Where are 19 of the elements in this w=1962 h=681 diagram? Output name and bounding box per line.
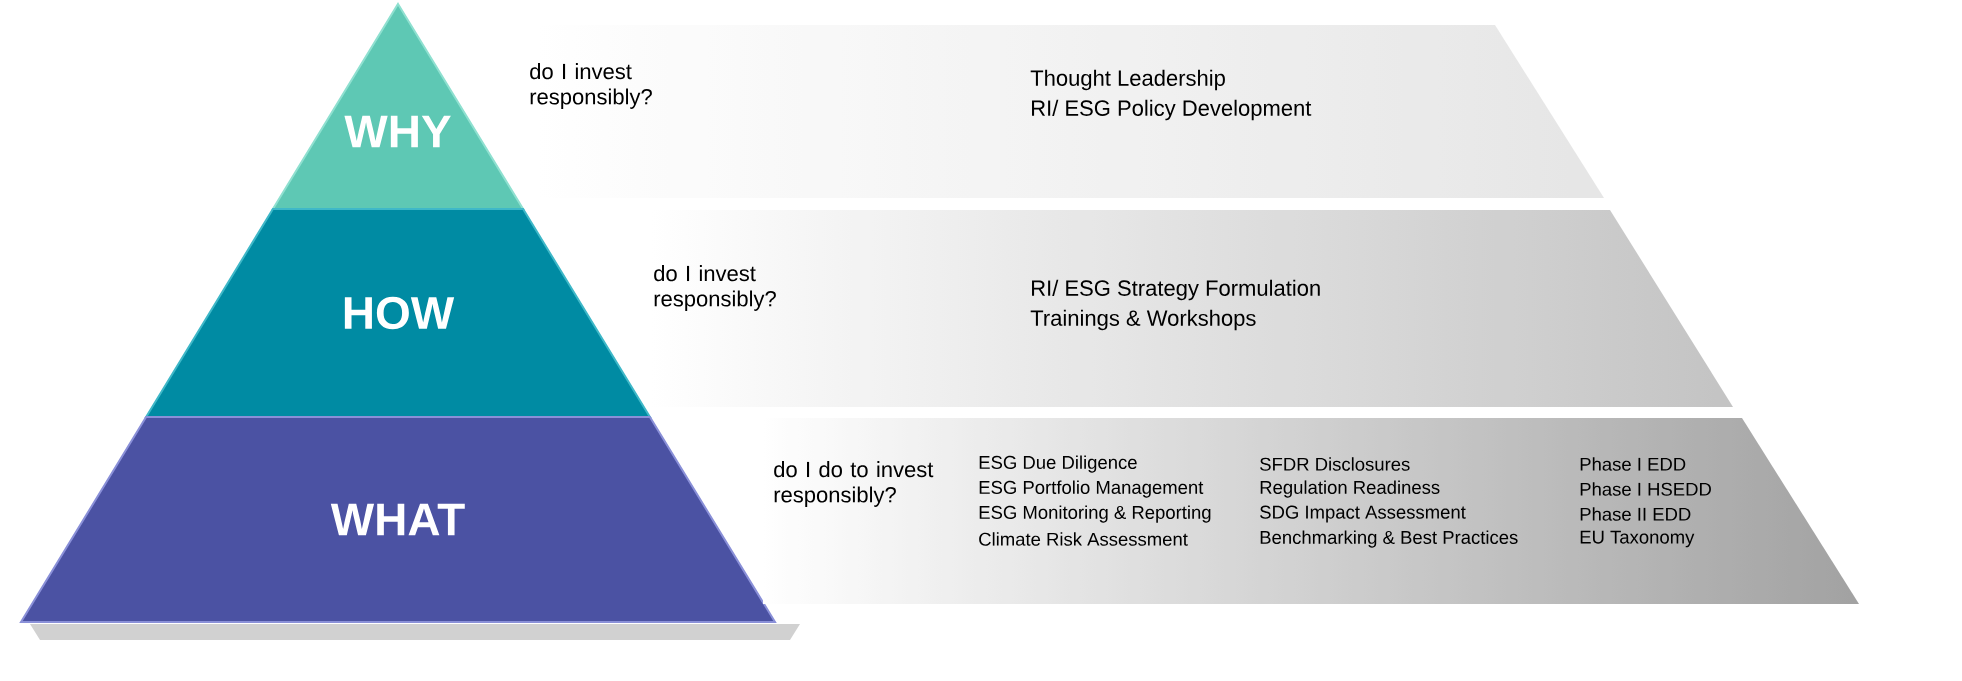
service-item: ESG Monitoring & Reporting bbox=[979, 505, 1211, 523]
service-item: SDG Impact Assessment bbox=[1260, 505, 1466, 523]
question-text: do I invest responsibly? bbox=[654, 265, 776, 311]
question-text: do I invest responsibly? bbox=[530, 63, 652, 109]
service-item: EU Taxonomy bbox=[1580, 530, 1695, 548]
service-item: Phase I HSEDD bbox=[1580, 482, 1711, 496]
service-item: ESG Portfolio Management bbox=[979, 480, 1204, 498]
service-item: ESG Due Diligence bbox=[979, 455, 1137, 473]
service-item: SFDR Disclosures bbox=[1260, 457, 1410, 471]
service-item: Regulation Readiness bbox=[1260, 480, 1440, 498]
service-item: Phase I EDD bbox=[1580, 457, 1686, 471]
service-item: RI/ ESG Policy Development bbox=[1032, 99, 1312, 121]
question-text: do I do to invest responsibly? bbox=[774, 461, 934, 507]
service-item: Trainings & Workshops bbox=[1030, 309, 1256, 331]
service-item: Thought Leadership bbox=[1030, 69, 1225, 91]
service-item: Benchmarking & Best Practices bbox=[1260, 530, 1518, 548]
service-item: Climate Risk Assessment bbox=[979, 532, 1188, 546]
service-item: Phase II EDD bbox=[1580, 507, 1691, 521]
service-item: RI/ ESG Strategy Formulation bbox=[1032, 279, 1320, 301]
